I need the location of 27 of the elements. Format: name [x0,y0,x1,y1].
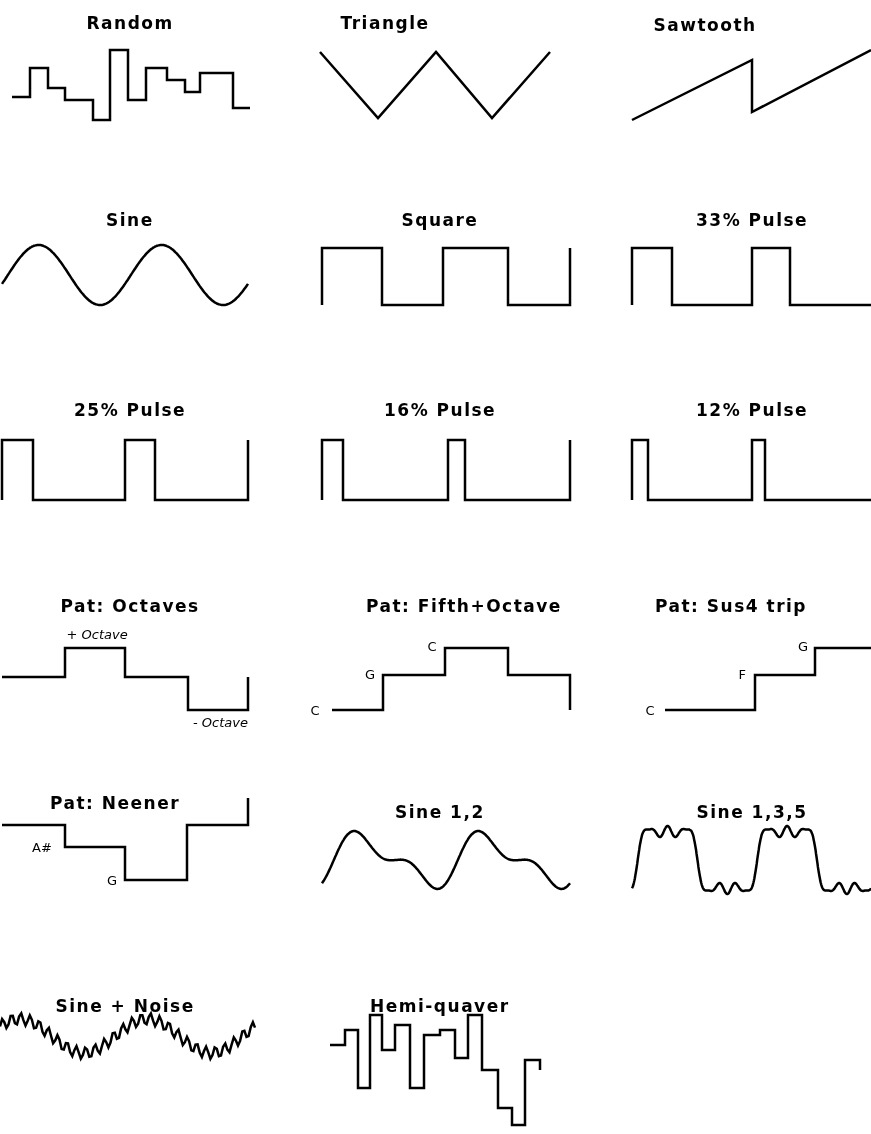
waveform-title: 16% Pulse [384,402,497,419]
waveform-title: 33% Pulse [696,212,809,229]
note-label: - Octave [193,716,248,729]
waveform-title: Pat: Fifth+Octave [366,598,562,615]
waveform-title: 25% Pulse [74,402,187,419]
waveform-title: Sawtooth [653,17,757,34]
note-label: + Octave [66,628,128,641]
note-label: C [310,704,320,717]
waveform-title: Pat: Sus4 trip [655,598,808,615]
note-label: C [645,704,655,717]
waveform-title: Pat: Neener [50,795,181,812]
waveform-title: Triangle [340,15,430,32]
note-label: A# [32,841,52,854]
waveform-title: Random [86,15,174,32]
waveform-title: Hemi-quaver [370,998,510,1015]
waveform-title: Sine 1,3,5 [696,804,808,821]
note-label: G [798,640,809,653]
waveform-title: 12% Pulse [696,402,809,419]
note-label: G [365,668,376,681]
waveform-title: Sine + Noise [55,998,195,1015]
waveform-title: Pat: Octaves [60,598,200,615]
note-label: F [738,668,746,681]
waveform-title: Sine 1,2 [395,804,485,821]
note-label: C [427,640,437,653]
waveform-title: Sine [106,212,154,229]
waveform-title: Square [401,212,479,229]
note-label: G [107,874,118,887]
